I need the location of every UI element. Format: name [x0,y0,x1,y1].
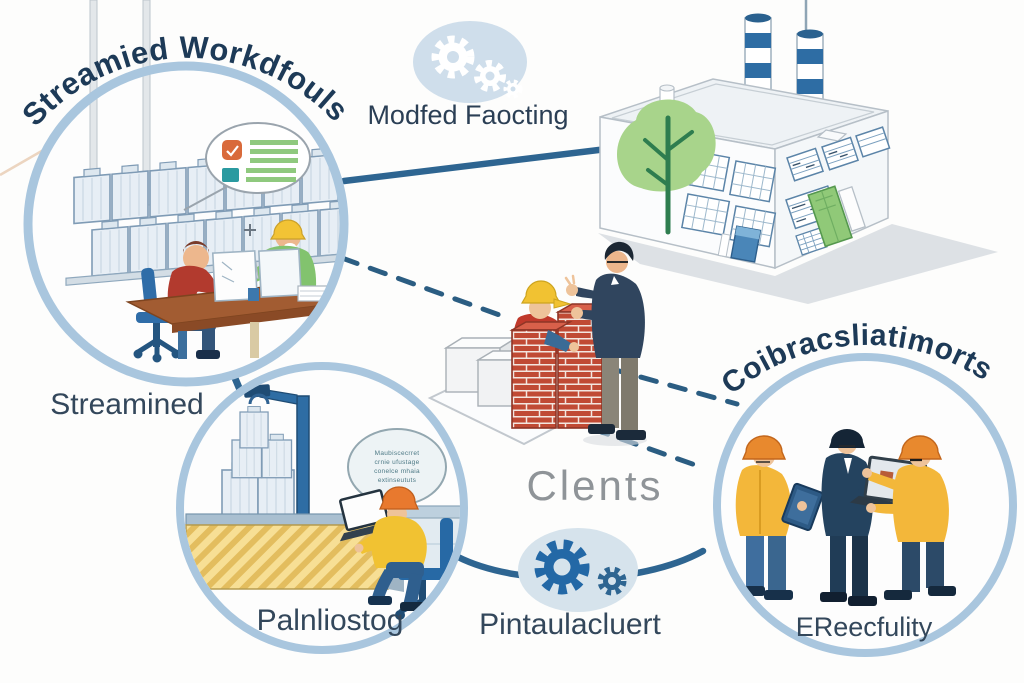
bubble-line: conelce mhaia [374,468,420,475]
gears-icon [518,528,638,612]
collaboration-circle [713,353,1017,657]
factory-shadow [598,224,998,304]
plus-mark [244,224,256,236]
manufacture-label: Pintaulacluert [479,608,661,641]
modified-factory-label: Modfed Faocting [367,100,568,130]
worker-figure [735,435,824,600]
factory-windows-grid [680,149,777,248]
connector-workflows-factory [340,144,619,185]
client-figure [564,241,647,446]
clients-label: Clents [526,462,663,509]
dashed-clients-collaboration-upper [609,366,740,407]
dashed-workflows-clients [339,255,508,320]
efficiency-label: EReecfulity [796,612,933,642]
circle-ring [23,61,349,387]
crate-stack [221,393,295,517]
desk-panels [211,248,335,302]
circle-ring [176,362,468,654]
factory-blue-door [717,225,762,263]
streamlined-label: Streamined [50,388,203,421]
workflows-circle [23,61,349,387]
speech-bubble [183,122,311,211]
clients-scene [427,241,647,446]
circle-ring [713,353,1017,657]
worker-figure [862,435,956,600]
worker-arm [544,330,572,352]
bubble-line: Maubiscecrret [375,450,420,457]
factory-green-door [807,185,867,248]
bubble-line: crnie ufustage [374,459,419,466]
checklist-icon [222,140,298,182]
factory-building [340,0,998,304]
bubble-line: extinseututs [378,477,417,484]
gears-icon [413,21,527,103]
tree-icon [616,99,716,235]
brick-stack [509,303,619,429]
planning-label: Palnliostog [257,604,404,637]
worker-figure [339,486,427,611]
speech-bubble: Maubiscecrret crnie ufustage conelce mha… [347,428,447,506]
planning-circle: Maubiscecrret crnie ufustage conelce mha… [176,362,468,654]
